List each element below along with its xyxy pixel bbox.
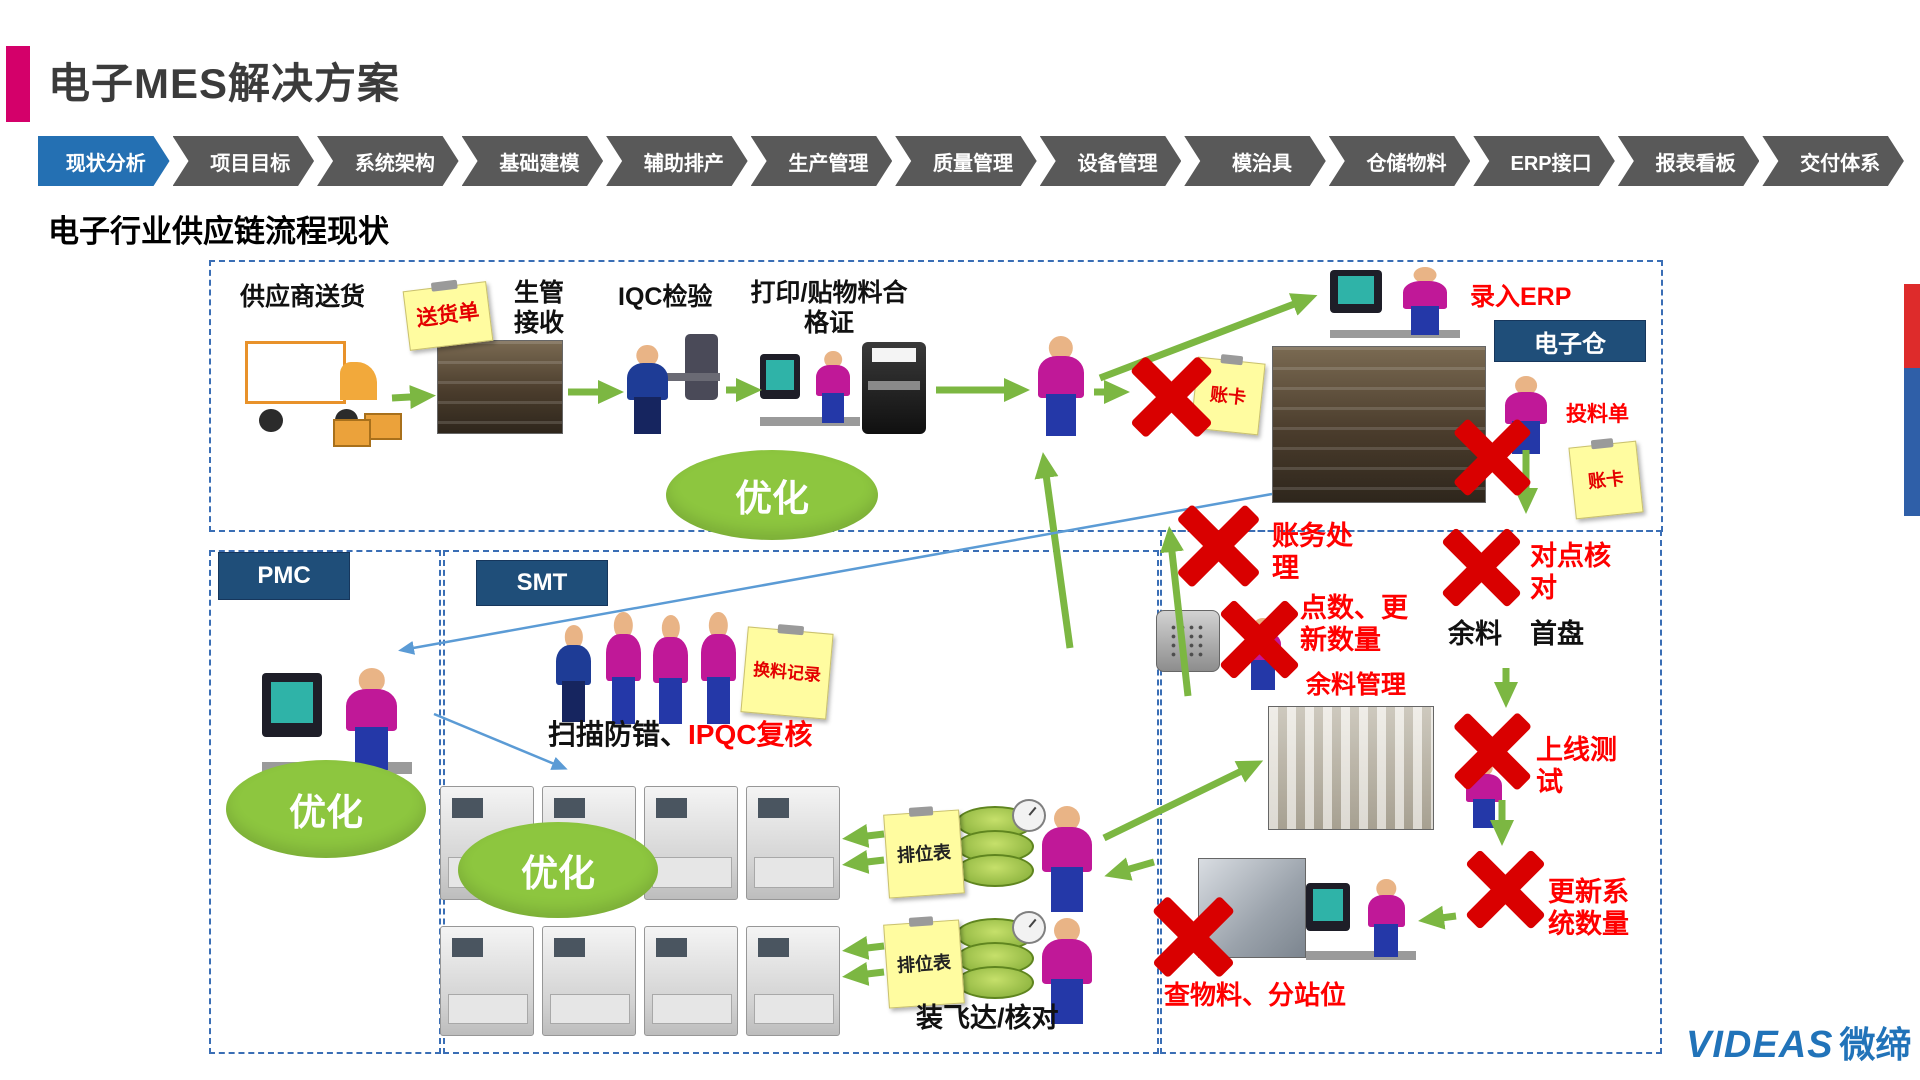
iqc-label: IQC检验 bbox=[618, 283, 713, 311]
problem-x-icon bbox=[1150, 892, 1238, 982]
iqc-inspection-station-icon bbox=[622, 328, 720, 434]
print-cert-label: 打印/贴物料合格证 bbox=[750, 279, 908, 337]
scan-ipqc-label: 扫描防错、IPQC复核 bbox=[548, 718, 812, 752]
tab-warehouse-material[interactable]: 仓储物料 bbox=[1329, 136, 1471, 186]
scan-label-part: 扫描防错、 bbox=[548, 719, 689, 750]
station-query-pc-icon bbox=[1306, 876, 1416, 960]
problem-x-icon bbox=[1438, 524, 1524, 612]
account-card-note: 账卡 bbox=[1568, 440, 1644, 520]
tab-status-analysis[interactable]: 现状分析 bbox=[38, 136, 170, 186]
e-warehouse-box: 电子仓 bbox=[1494, 320, 1646, 362]
check-material-label: 查物料、分站位 bbox=[1164, 980, 1347, 1010]
optimize-bubble: 优化 bbox=[226, 760, 426, 858]
update-system-label: 更新系统数量 bbox=[1548, 877, 1629, 940]
erp-entry-pc-icon bbox=[1330, 264, 1460, 338]
surplus-firsttray-label: 余料首盘 bbox=[1448, 618, 1584, 650]
smt-machine-line-2 bbox=[440, 926, 840, 1036]
account-processing-label: 账务处理 bbox=[1272, 521, 1353, 584]
supplier-delivery-label: 供应商送货 bbox=[240, 283, 366, 311]
feeder-reel-stack-icon bbox=[956, 798, 1047, 898]
feed-note-label: 投料单 bbox=[1566, 403, 1629, 426]
section-heading: 电子行业供应链流程现状 bbox=[48, 214, 389, 249]
edge-strip-blue bbox=[1904, 368, 1920, 516]
erp-entry-label: 录入ERP bbox=[1470, 283, 1572, 311]
problem-x-icon bbox=[1216, 596, 1302, 684]
optimize-bubble: 优化 bbox=[458, 822, 658, 918]
tab-project-goals[interactable]: 项目目标 bbox=[173, 136, 315, 186]
delivery-note: 送货单 bbox=[402, 281, 494, 351]
videas-logo-cn: 微缔 bbox=[1839, 1024, 1912, 1065]
material-change-record-note: 换料记录 bbox=[740, 626, 834, 720]
problem-x-icon bbox=[1450, 414, 1534, 502]
tab-aux-scheduling[interactable]: 辅助排产 bbox=[606, 136, 748, 186]
edge-strip-red bbox=[1904, 284, 1920, 368]
pmc-planner-pc-icon bbox=[262, 664, 412, 774]
receiving-dock-photo bbox=[437, 340, 563, 434]
tab-quality-mgmt[interactable]: 质量管理 bbox=[895, 136, 1037, 186]
tab-basic-modeling[interactable]: 基础建模 bbox=[462, 136, 604, 186]
problem-x-icon bbox=[1128, 352, 1216, 442]
seat-table-note: 排位表 bbox=[883, 919, 965, 1009]
tab-delivery-system[interactable]: 交付体系 bbox=[1762, 136, 1904, 186]
scanner-device-icon bbox=[1156, 610, 1220, 672]
seat-table-note: 排位表 bbox=[883, 809, 965, 899]
barcode-printer-icon bbox=[862, 342, 926, 434]
feeder-reel-stack-icon bbox=[956, 910, 1047, 1010]
delivery-truck-icon bbox=[245, 328, 402, 447]
page-title: 电子MES解决方案 bbox=[48, 60, 401, 107]
tab-equipment-mgmt[interactable]: 设备管理 bbox=[1040, 136, 1182, 186]
tab-system-architecture[interactable]: 系统架构 bbox=[317, 136, 459, 186]
videas-logo-text: VIDEAS bbox=[1686, 1024, 1834, 1066]
surplus-material-photo bbox=[1268, 706, 1434, 830]
online-test-label: 上线测试 bbox=[1536, 735, 1617, 798]
surplus-label-part: 余料 bbox=[1448, 619, 1502, 649]
smt-box: SMT bbox=[476, 560, 608, 606]
problem-x-icon bbox=[1450, 708, 1534, 794]
first-tray-label-part: 首盘 bbox=[1530, 619, 1584, 649]
feeder-operator-icon bbox=[1036, 918, 1098, 1024]
receiving-label: 生管接收 bbox=[513, 279, 564, 337]
surplus-mgmt-label: 余料管理 bbox=[1306, 671, 1407, 699]
material-handler-icon bbox=[1032, 336, 1090, 436]
tab-erp-interface[interactable]: ERP接口 bbox=[1473, 136, 1615, 186]
problem-x-icon bbox=[1462, 846, 1548, 934]
process-nav: 现状分析 项目目标 系统架构 基础建模 辅助排产 生产管理 质量管理 设备管理 … bbox=[38, 136, 1904, 186]
feeder-check-label: 装飞达/核对 bbox=[916, 1003, 1059, 1033]
problem-x-icon bbox=[1174, 500, 1264, 592]
feeder-operator-icon bbox=[1036, 806, 1098, 912]
point-check-label: 对点核对 bbox=[1530, 541, 1611, 604]
smt-operators-icon bbox=[552, 612, 742, 724]
label-print-pc-icon bbox=[760, 348, 860, 426]
optimize-bubble: 优化 bbox=[666, 450, 878, 540]
tab-mold-fixture[interactable]: 模治具 bbox=[1184, 136, 1326, 186]
count-update-label: 点数、更新数量 bbox=[1300, 593, 1408, 656]
accent-bar bbox=[6, 46, 30, 122]
tab-production-mgmt[interactable]: 生产管理 bbox=[751, 136, 893, 186]
tab-report-dashboard[interactable]: 报表看板 bbox=[1618, 136, 1760, 186]
pmc-box: PMC bbox=[218, 552, 350, 600]
ipqc-label-part: IPQC复核 bbox=[688, 719, 813, 750]
